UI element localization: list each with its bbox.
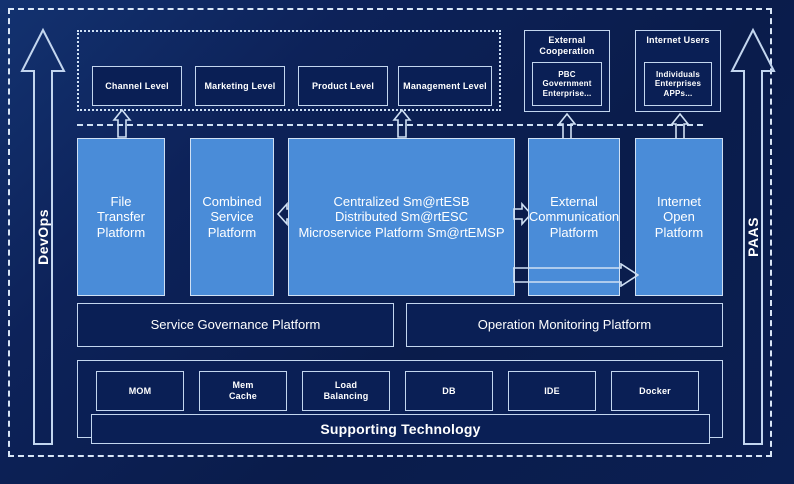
business-levels-group <box>77 30 501 111</box>
service-governance-label: Service Governance Platform <box>150 317 321 333</box>
platform-combined-service[interactable]: Combined Service Platform <box>190 138 274 296</box>
external-cooperation-title: External Cooperation <box>539 35 595 56</box>
supporting-technology-label: Supporting Technology <box>320 420 481 437</box>
arrow-core-to-internet-open <box>513 263 639 287</box>
paas-label-wrap: PAAS <box>730 27 776 447</box>
operation-monitoring-label: Operation Monitoring Platform <box>477 317 652 333</box>
level-box-channel[interactable]: Channel Level <box>92 66 182 106</box>
operation-monitoring-platform[interactable]: Operation Monitoring Platform <box>406 303 723 347</box>
up-arrow-icon <box>392 108 412 138</box>
level-box-marketing[interactable]: Marketing Level <box>195 66 285 106</box>
support-component-mom[interactable]: MOM <box>96 371 184 411</box>
support-label-docker: Docker <box>639 385 671 396</box>
level-label-product: Product Level <box>311 80 375 91</box>
devops-label: DevOps <box>35 209 51 265</box>
internet-users-inner: Individuals Enterprises APPs... <box>644 62 712 106</box>
platform-external-communication[interactable]: External Communication Platform <box>528 138 620 296</box>
right-arrow-icon <box>513 201 533 227</box>
internet-users-inner-label: Individuals Enterprises APPs... <box>654 69 702 98</box>
external-cooperation-inner-label: PBC Government Enterprise... <box>542 69 592 98</box>
support-component-load-balancing[interactable]: Load Balancing <box>302 371 390 411</box>
long-right-arrow-icon <box>513 263 639 287</box>
support-label-load-balancing: Load Balancing <box>323 380 369 401</box>
support-component-docker[interactable]: Docker <box>611 371 699 411</box>
level-label-channel: Channel Level <box>105 80 169 91</box>
level-label-marketing: Marketing Level <box>204 80 276 91</box>
paas-label: PAAS <box>745 217 761 257</box>
external-cooperation-inner: PBC Government Enterprise... <box>532 62 602 106</box>
level-box-management[interactable]: Management Level <box>398 66 492 106</box>
up-arrow-file-transfer <box>112 108 132 138</box>
platform-label-external-communication: External Communication Platform <box>528 193 620 240</box>
platform-label-file-transfer: File Transfer Platform <box>96 193 146 240</box>
service-governance-platform[interactable]: Service Governance Platform <box>77 303 394 347</box>
up-arrow-shape-devops <box>20 27 66 445</box>
support-component-mem-cache[interactable]: Mem Cache <box>199 371 287 411</box>
band-divider <box>77 124 703 126</box>
devops-arrow: DevOps <box>20 27 66 447</box>
platform-label-internet-open: Internet Open Platform <box>654 193 704 240</box>
support-component-ide[interactable]: IDE <box>508 371 596 411</box>
support-label-mom: MOM <box>128 385 152 396</box>
up-arrow-icon <box>112 108 132 138</box>
outer-boundary <box>8 8 772 457</box>
paas-arrow: PAAS <box>730 27 776 447</box>
level-box-product[interactable]: Product Level <box>298 66 388 106</box>
up-arrow-shape-paas <box>730 27 776 445</box>
arrow-core-to-external <box>513 201 533 227</box>
support-component-db[interactable]: DB <box>405 371 493 411</box>
level-label-management: Management Level <box>403 80 487 91</box>
support-label-mem-cache: Mem Cache <box>228 380 257 401</box>
platform-internet-open[interactable]: Internet Open Platform <box>635 138 723 296</box>
up-arrow-core-platform <box>392 108 412 138</box>
platform-file-transfer[interactable]: File Transfer Platform <box>77 138 165 296</box>
internet-users-title: Internet Users <box>646 35 710 45</box>
supporting-technology-banner: Supporting Technology <box>91 414 710 444</box>
support-label-ide: IDE <box>544 385 560 396</box>
platform-label-core-esb: Centralized Sm@rtESB Distributed Sm@rtES… <box>298 193 505 240</box>
support-label-db: DB <box>442 385 456 396</box>
devops-label-wrap: DevOps <box>20 27 66 447</box>
platform-core-esb[interactable]: Centralized Sm@rtESB Distributed Sm@rtES… <box>288 138 515 296</box>
platform-label-combined-service: Combined Service Platform <box>202 193 262 240</box>
